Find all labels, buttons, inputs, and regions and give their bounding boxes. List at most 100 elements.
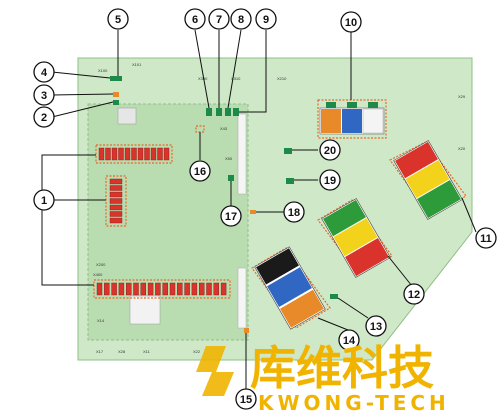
hl-bot-module bbox=[251, 247, 331, 329]
relay bbox=[184, 282, 190, 296]
board-label-x22: X22 bbox=[193, 349, 201, 354]
callout-4: 4 bbox=[33, 61, 55, 83]
board-label-x300: X300 bbox=[198, 76, 208, 81]
callout-circle bbox=[107, 8, 129, 30]
callout-label: 20 bbox=[324, 145, 336, 157]
callout-11: 11 bbox=[475, 227, 497, 249]
watermark-en: KWONG-TECH bbox=[258, 391, 450, 415]
terminal-connector bbox=[368, 102, 378, 108]
relay bbox=[131, 147, 137, 161]
relay bbox=[111, 147, 118, 161]
callout-circle bbox=[235, 388, 257, 410]
watermark-logo-mark bbox=[196, 346, 234, 396]
leader-14 bbox=[317, 317, 349, 331]
callout-circle bbox=[220, 205, 242, 227]
relay bbox=[191, 282, 198, 296]
connector-3 bbox=[113, 92, 119, 97]
callout-14: 14 bbox=[338, 329, 360, 351]
callout-17: 17 bbox=[220, 205, 242, 227]
board-label-x400: X400 bbox=[93, 272, 103, 277]
callout-label: 9 bbox=[263, 14, 269, 26]
module-black-block bbox=[256, 248, 299, 285]
connector-19 bbox=[286, 178, 294, 184]
leader-2 bbox=[51, 101, 114, 118]
board-label-x43: X43 bbox=[220, 126, 228, 131]
connector-4 bbox=[110, 76, 116, 81]
callout-16: 16 bbox=[189, 160, 211, 182]
terminal-white bbox=[362, 108, 384, 134]
board-label-x100: X100 bbox=[98, 68, 108, 73]
board-label-x310: X310 bbox=[231, 76, 241, 81]
callout-9: 9 bbox=[255, 8, 277, 30]
relay-module-12 bbox=[321, 198, 391, 278]
relay bbox=[163, 147, 170, 161]
leader-8 bbox=[227, 29, 242, 109]
relay bbox=[109, 204, 123, 211]
relay bbox=[157, 147, 163, 161]
hl-bottom-relays bbox=[93, 279, 231, 299]
callout-circle bbox=[189, 160, 211, 182]
board-label-x17: X17 bbox=[96, 349, 104, 354]
callout-circle bbox=[365, 315, 387, 337]
relay bbox=[118, 282, 125, 296]
connector-6 bbox=[206, 108, 212, 116]
terminal-connector bbox=[347, 102, 357, 108]
relay bbox=[118, 147, 124, 161]
leader-1c bbox=[41, 205, 94, 286]
callout-label: 2 bbox=[41, 112, 47, 124]
relay bbox=[105, 147, 111, 161]
callout-label: 12 bbox=[408, 289, 420, 301]
relay bbox=[150, 147, 157, 161]
module-red-block bbox=[345, 238, 389, 277]
callout-12: 12 bbox=[403, 283, 425, 305]
callout-6: 6 bbox=[184, 8, 206, 30]
connector-9 bbox=[233, 108, 239, 116]
leader-4 bbox=[51, 71, 111, 79]
relay bbox=[109, 185, 123, 191]
leader-12 bbox=[387, 255, 413, 287]
callout-label: 11 bbox=[480, 233, 492, 245]
board-label-x101: X101 bbox=[132, 62, 142, 67]
callout-label: 1 bbox=[41, 195, 47, 207]
relay bbox=[213, 282, 220, 296]
connector-17 bbox=[228, 175, 234, 181]
chip-block bbox=[237, 267, 247, 329]
relay bbox=[109, 191, 123, 198]
connector-13 bbox=[330, 294, 338, 299]
relay bbox=[177, 282, 183, 296]
leader-lines bbox=[41, 29, 477, 392]
callout-7: 7 bbox=[208, 8, 230, 30]
callout-circle bbox=[340, 11, 362, 33]
callout-1: 1 bbox=[33, 189, 55, 211]
relay bbox=[198, 282, 205, 296]
callout-circle bbox=[208, 8, 230, 30]
watermark: 库维科技 KWONG-TECH bbox=[196, 341, 450, 415]
callout-2: 2 bbox=[33, 106, 55, 128]
module-blue-block bbox=[267, 267, 312, 308]
hl-top-terminal bbox=[317, 99, 387, 139]
relay bbox=[98, 147, 105, 161]
callout-label: 17 bbox=[225, 211, 237, 223]
callout-label: 16 bbox=[194, 166, 206, 178]
module-green-block bbox=[323, 199, 366, 237]
chip-block bbox=[237, 113, 247, 195]
callout-8: 8 bbox=[230, 8, 252, 30]
callout-circle bbox=[403, 283, 425, 305]
relay-module-14 bbox=[254, 246, 326, 330]
leader-13 bbox=[337, 297, 369, 319]
relay bbox=[124, 147, 131, 161]
callout-10: 10 bbox=[340, 11, 362, 33]
relay bbox=[109, 211, 123, 217]
relay bbox=[96, 282, 103, 296]
relay bbox=[140, 282, 147, 296]
terminal-orange bbox=[321, 109, 341, 133]
callout-label: 15 bbox=[240, 394, 252, 406]
connector-7 bbox=[216, 108, 222, 116]
relay bbox=[104, 282, 110, 296]
module-green-block bbox=[417, 180, 461, 219]
module-yellow-block bbox=[405, 160, 450, 199]
callout-20: 20 bbox=[319, 139, 341, 161]
callout-label: 10 bbox=[345, 17, 357, 29]
